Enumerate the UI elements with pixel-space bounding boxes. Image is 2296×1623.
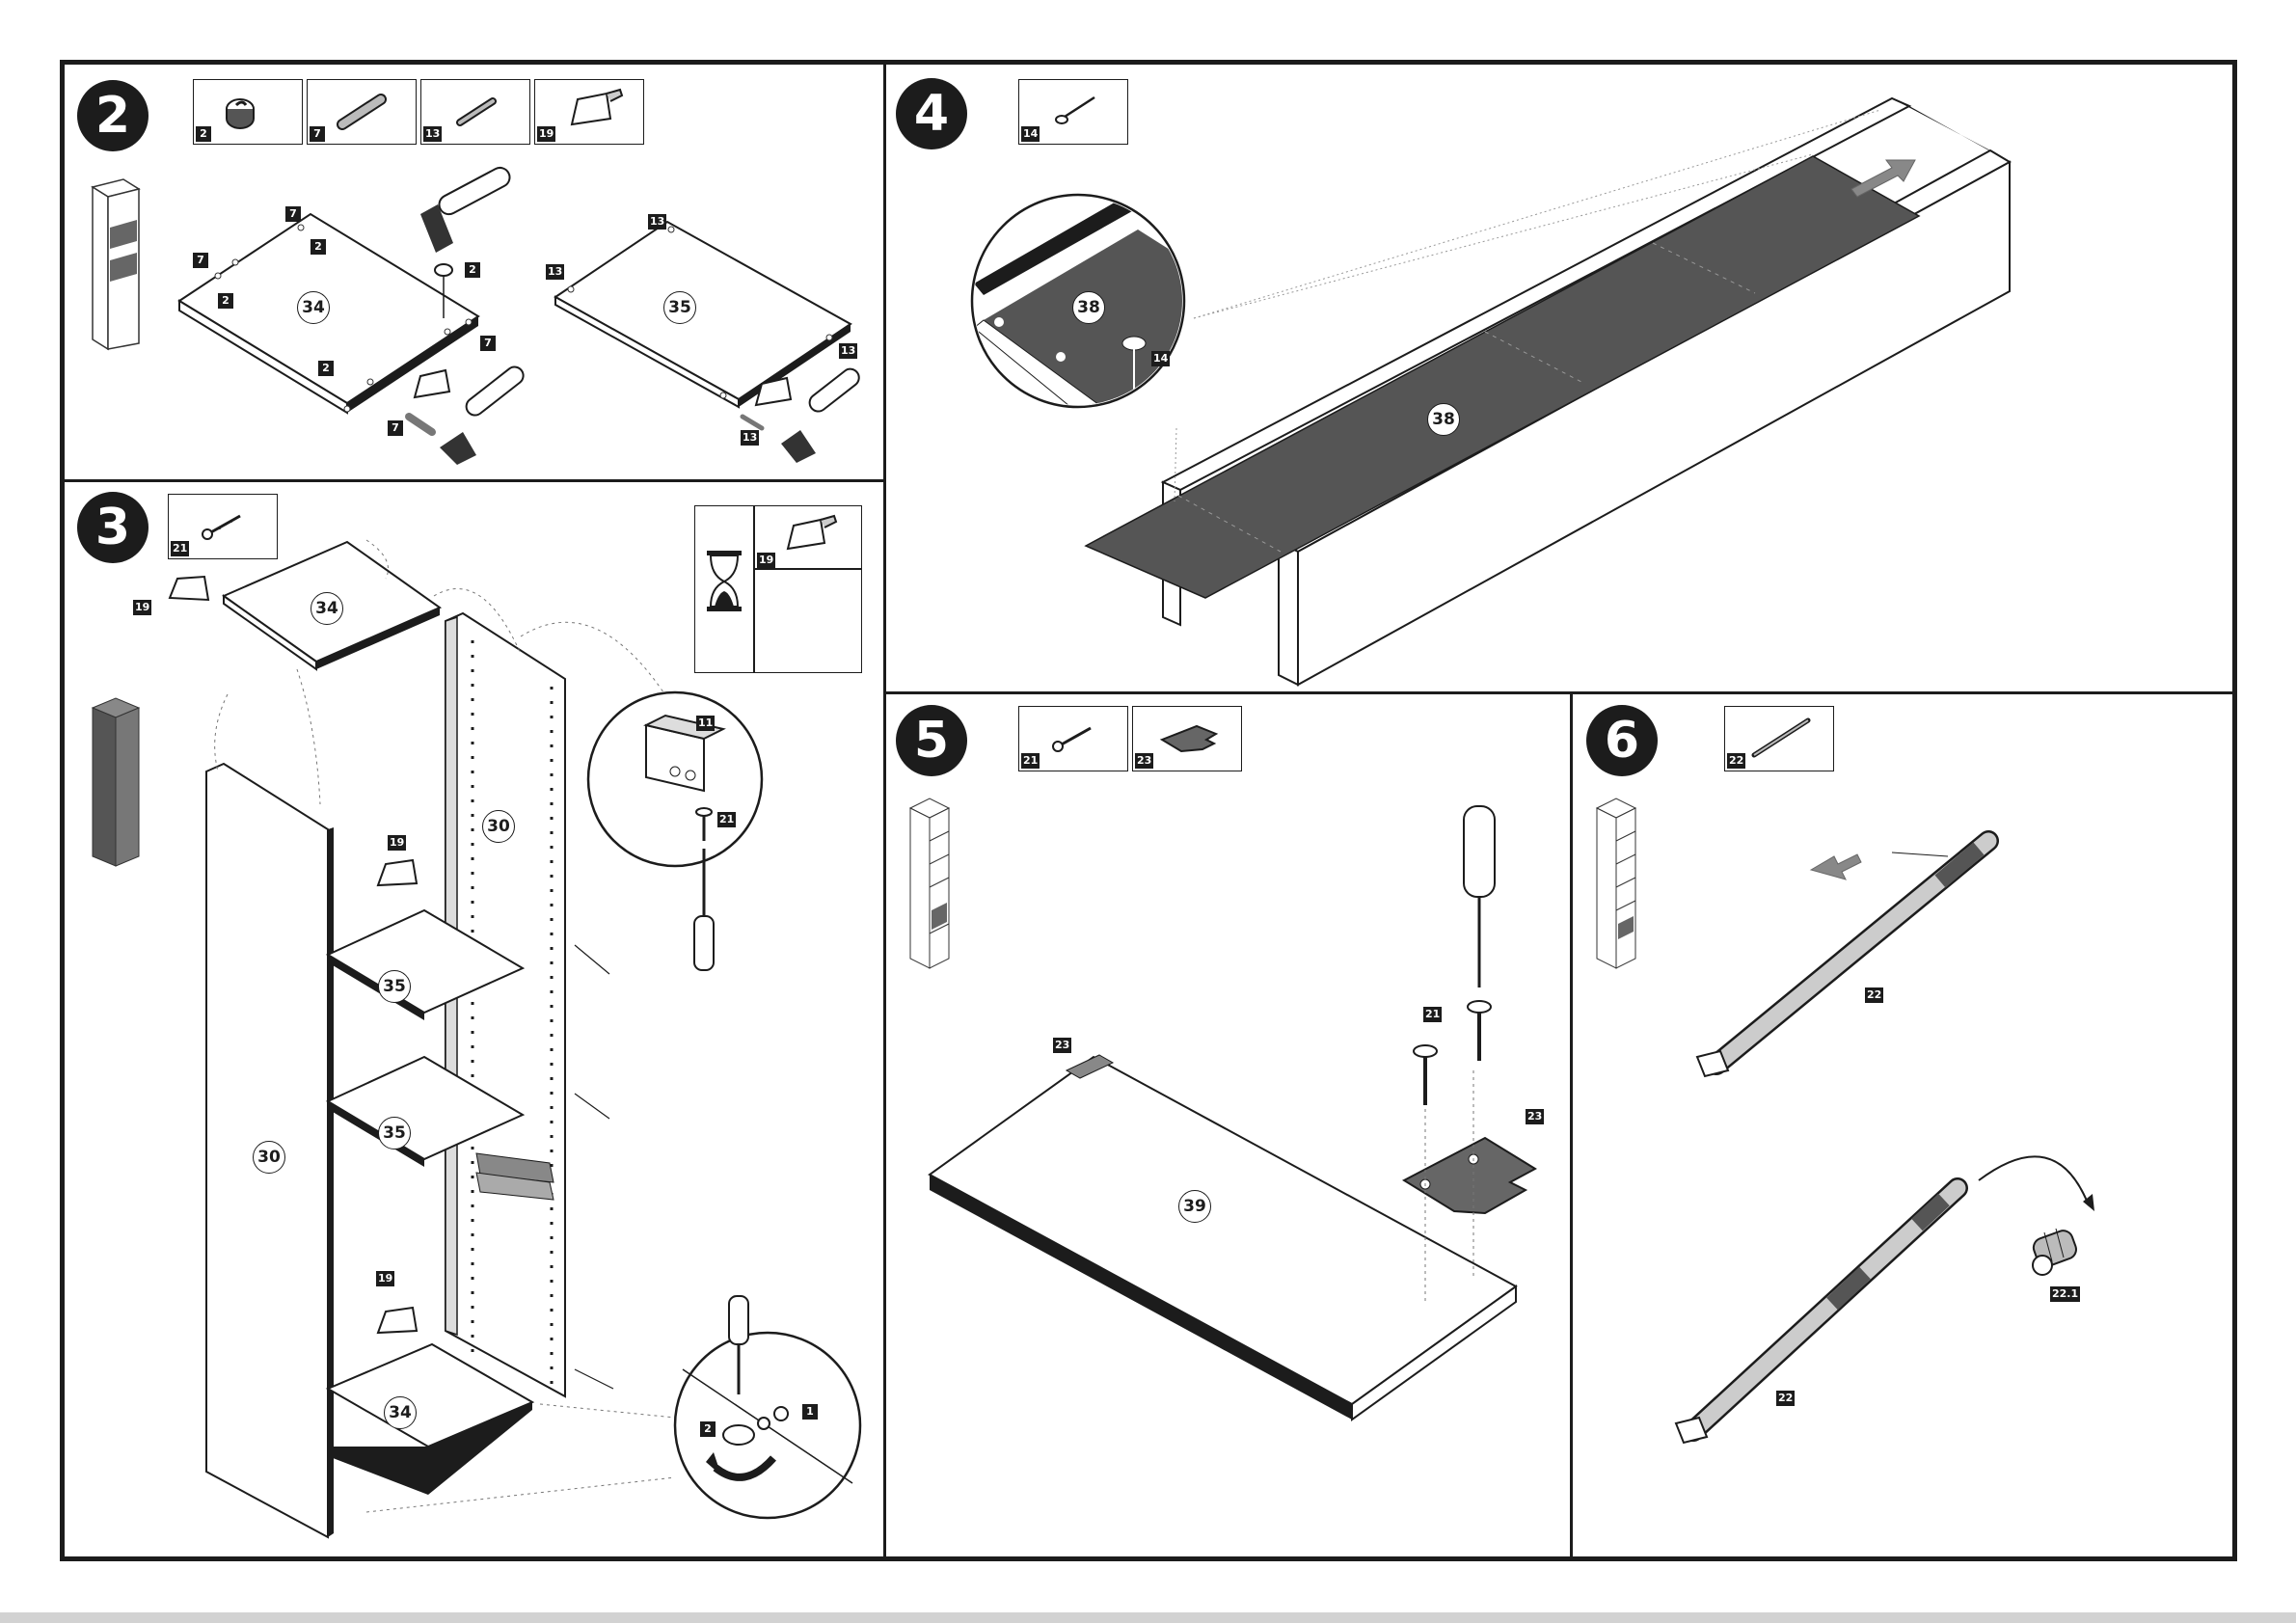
label-22-1: 22.1 <box>2050 1286 2080 1302</box>
step-6-illustration <box>0 0 2296 1559</box>
label-22: 22 <box>1865 987 1883 1003</box>
page-bottom-bar <box>0 1612 2296 1623</box>
label-22: 22 <box>1776 1391 1795 1406</box>
shelf-unit-thumbnail <box>1597 798 1635 968</box>
